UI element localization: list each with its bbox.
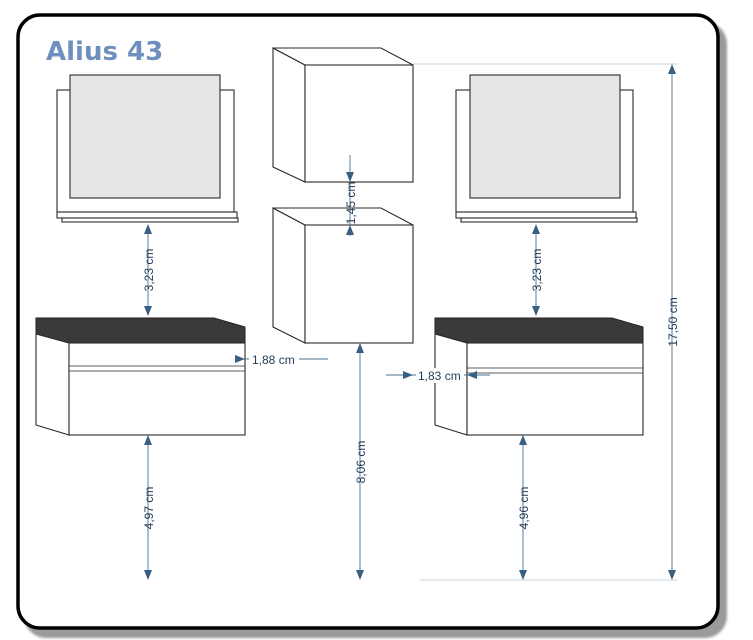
dim-right-floor-gap-label: 4,96 cm [517, 487, 531, 530]
dim-total-height-label: 17,50 cm [666, 297, 680, 346]
dim-right-floor-gap: 4,96 cm [517, 435, 531, 580]
left-base-cabinet [35, 317, 246, 436]
dim-left-floor-gap-label: 4,97 cm [142, 487, 156, 530]
dim-right-side-gap: 1,83 cm [386, 368, 490, 383]
center-bottom-cube [272, 207, 414, 344]
dim-left-floor-gap: 4,97 cm [142, 435, 156, 580]
diagram-title: Alius 43 [46, 37, 163, 67]
center-top-cube [272, 47, 414, 183]
left-mirror [56, 74, 239, 223]
dim-left-side-gap-label: 1,88 cm [252, 353, 295, 367]
dim-right-mirror-gap: 3,23 cm [530, 224, 544, 316]
left-mirror-glass [69, 74, 221, 199]
left-countertop [35, 317, 246, 344]
right-mirror [455, 74, 638, 223]
dim-left-side-gap: 1,88 cm [235, 351, 328, 367]
dim-center-floor-gap: 8,06 cm [354, 343, 368, 580]
dim-cabinet-gap-label: 1,45 cm [344, 182, 358, 225]
right-base-cabinet [434, 317, 644, 436]
right-mirror-glass [469, 74, 621, 199]
dim-right-mirror-gap-label: 3,23 cm [530, 249, 544, 292]
dim-center-floor-gap-label: 8,06 cm [354, 441, 368, 484]
dim-total-height: 17,50 cm [666, 64, 680, 580]
dim-left-mirror-gap-label: 3,23 cm [142, 249, 156, 292]
dim-cabinet-gap: 1,45 cm [344, 155, 358, 236]
right-countertop [434, 317, 644, 344]
dim-right-side-gap-label: 1,83 cm [418, 369, 461, 383]
dim-left-mirror-gap: 3,23 cm [142, 224, 156, 316]
